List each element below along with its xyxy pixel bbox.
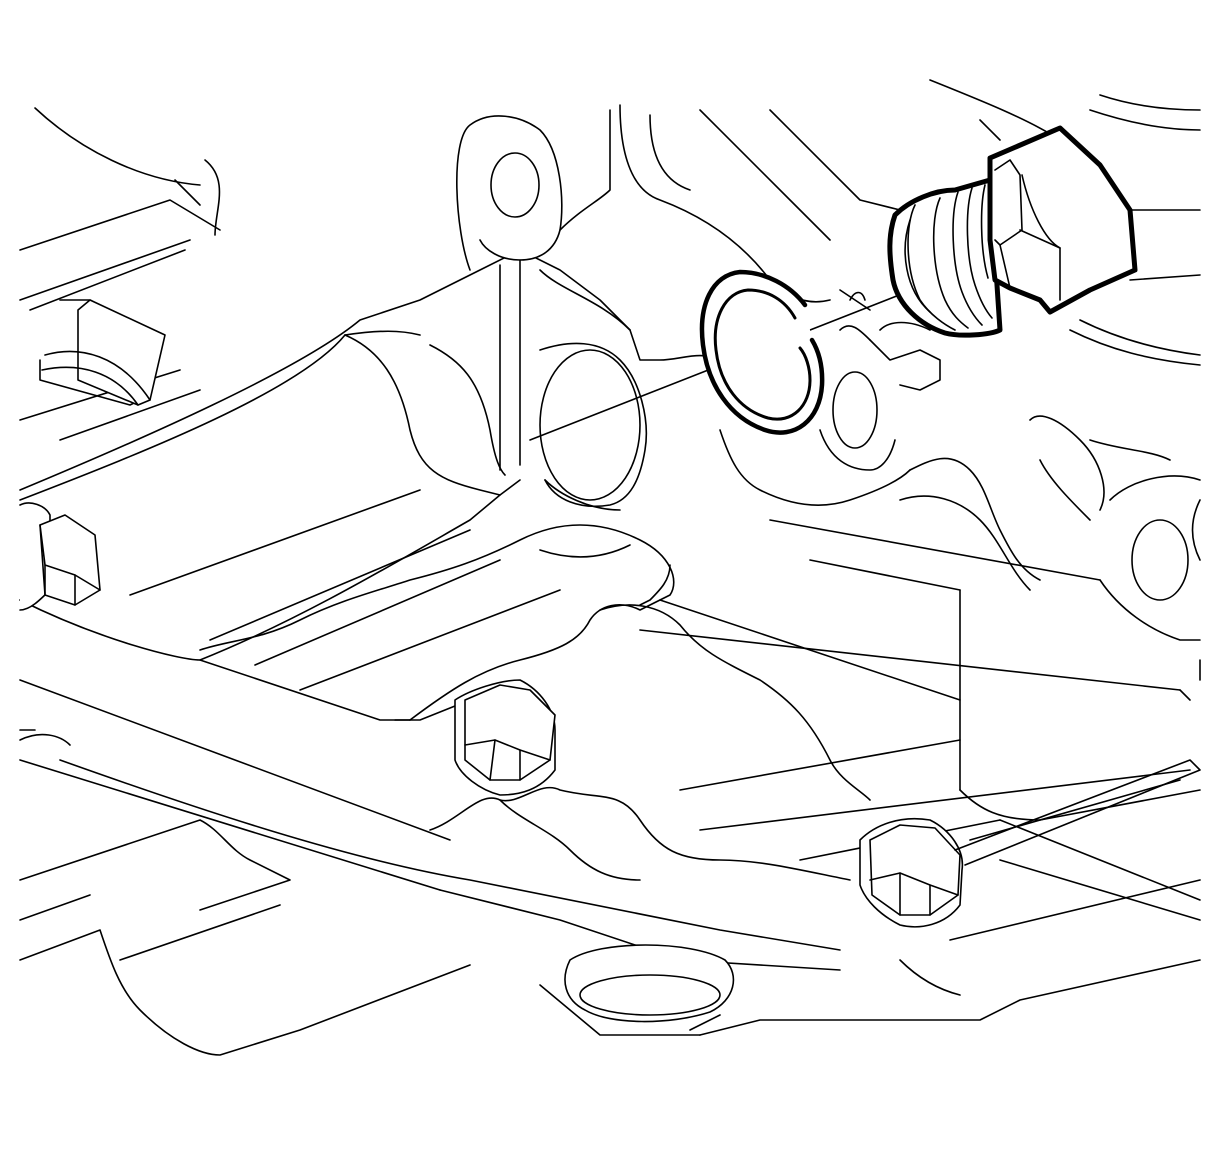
pan-drain-boss bbox=[564, 944, 735, 1031]
pan-bolt-right-icon bbox=[859, 759, 1201, 928]
pan-bolt-center-icon bbox=[454, 679, 556, 796]
drain-plug-icon bbox=[887, 125, 1138, 338]
bell-housing-lines bbox=[19, 107, 221, 441]
transmission-pan-body bbox=[19, 249, 1201, 1056]
pan-bolt-left-icon bbox=[19, 502, 101, 611]
left-rib bbox=[41, 299, 166, 406]
o-ring-seal-icon bbox=[699, 269, 825, 435]
